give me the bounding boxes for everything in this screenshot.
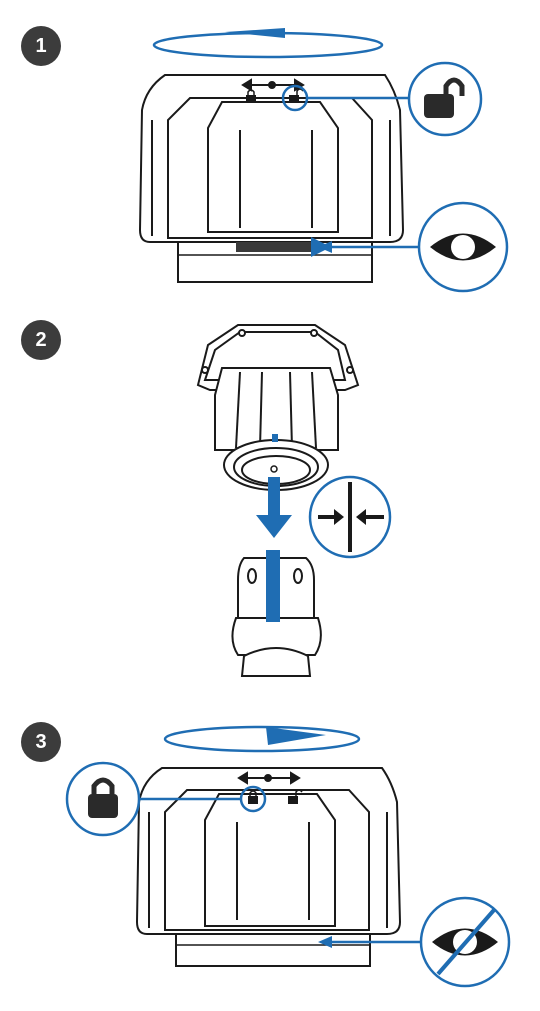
step-1-group xyxy=(138,28,509,293)
rotate-clockwise-arrow-icon xyxy=(163,725,361,753)
align-arrows-icon xyxy=(308,475,392,559)
step-1-indicator-band xyxy=(236,242,314,252)
unlocked-padlock-icon xyxy=(407,61,483,137)
step-3-cap xyxy=(135,767,402,967)
step-3-group xyxy=(65,725,511,988)
eye-icon xyxy=(417,201,509,293)
step-1-badge: 1 xyxy=(21,26,61,66)
step-2-alignment-mark xyxy=(272,434,278,442)
locked-padlock-icon xyxy=(65,761,141,837)
rotate-counterclockwise-arrow-icon xyxy=(152,28,384,59)
step-1-cap-lock-icon xyxy=(246,89,256,103)
step-3-lock-direction-arrows xyxy=(237,771,301,785)
eye-crossed-icon xyxy=(419,896,511,988)
step-3-cap-unlock-icon xyxy=(288,789,303,804)
down-arrow-icon xyxy=(256,477,292,538)
step-2-group xyxy=(196,324,392,677)
step-2-plug-alignment-stripe xyxy=(266,550,280,622)
step-2-badge: 2 xyxy=(21,320,61,360)
step-3-badge: 3 xyxy=(21,722,61,762)
